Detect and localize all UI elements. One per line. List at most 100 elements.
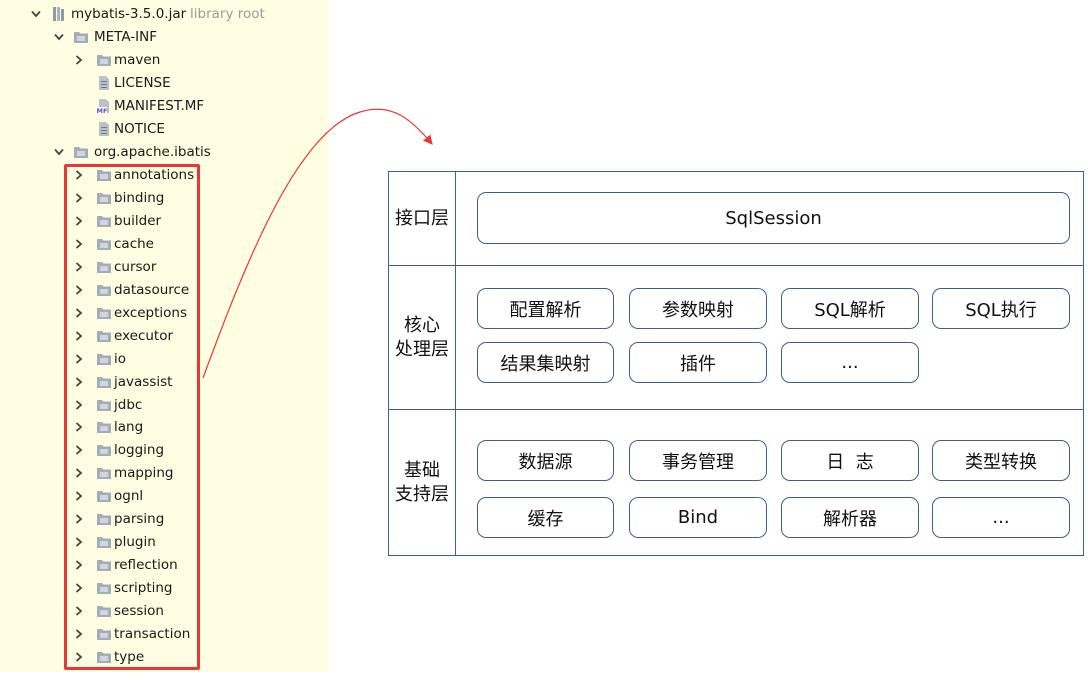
box-parser: 解析器 [781, 497, 919, 538]
chevron-down-icon[interactable] [30, 4, 42, 24]
jar-library-icon [50, 6, 66, 22]
tree-node-label: executor [114, 327, 174, 344]
chevron-right-icon[interactable] [73, 280, 85, 300]
tree-node-meta-inf[interactable]: META-INF [0, 27, 328, 47]
svg-text:MF: MF [97, 107, 108, 114]
chevron-right-icon[interactable] [73, 509, 85, 529]
chevron-right-icon[interactable] [73, 50, 85, 70]
tree-node[interactable]: lang [0, 417, 328, 437]
folder-icon [96, 190, 112, 206]
box-bind: Bind [629, 497, 767, 538]
tree-node[interactable]: type [0, 647, 328, 667]
folder-icon [96, 465, 112, 481]
tree-node[interactable]: exceptions [0, 303, 328, 323]
box-param-mapping: 参数映射 [629, 288, 767, 329]
tree-node[interactable]: session [0, 601, 328, 621]
chevron-right-icon[interactable] [73, 463, 85, 483]
tree-node-label: lang [114, 419, 144, 436]
tree-node[interactable]: logging [0, 440, 328, 460]
tree-node[interactable]: annotations [0, 165, 328, 185]
folder-icon [96, 328, 112, 344]
folder-icon [96, 305, 112, 321]
chevron-right-icon[interactable] [73, 486, 85, 506]
folder-icon [96, 557, 112, 573]
folder-icon [73, 29, 89, 45]
tree-node[interactable]: NOTICE [0, 119, 328, 139]
chevron-right-icon[interactable] [73, 349, 85, 369]
chevron-right-icon[interactable] [73, 234, 85, 254]
tree-node[interactable]: LICENSE [0, 73, 328, 93]
chevron-right-icon[interactable] [73, 440, 85, 460]
tree-node[interactable]: javassist [0, 372, 328, 392]
chevron-right-icon[interactable] [73, 532, 85, 552]
tree-node[interactable]: cache [0, 234, 328, 254]
text-file-icon [96, 121, 112, 137]
layer-label-interface: 接口层 [395, 207, 449, 229]
tree-node-label: mapping [114, 465, 174, 482]
tree-node[interactable]: cursor [0, 257, 328, 277]
tree-node-label: cache [114, 235, 154, 252]
tree-node[interactable]: parsing [0, 509, 328, 529]
column-divider [455, 172, 456, 555]
tree-node[interactable]: reflection [0, 555, 328, 575]
tree-node-label: LICENSE [114, 75, 171, 91]
chevron-right-icon[interactable] [73, 647, 85, 667]
tree-node[interactable]: scripting [0, 578, 328, 598]
chevron-down-icon[interactable] [53, 142, 65, 162]
tree-node-package[interactable]: org.apache.ibatis [0, 142, 328, 162]
tree-node[interactable]: plugin [0, 532, 328, 552]
box-resultset-mapping: 结果集映射 [477, 342, 614, 383]
box-sqlsession: SqlSession [477, 192, 1070, 244]
chevron-right-icon[interactable] [73, 601, 85, 621]
tree-node[interactable]: datasource [0, 280, 328, 300]
chevron-right-icon[interactable] [73, 303, 85, 323]
tree-node-label: META-INF [94, 29, 158, 45]
tree-node[interactable]: MF MANIFEST.MF [0, 96, 328, 116]
tree-node[interactable]: transaction [0, 624, 328, 644]
folder-icon [96, 167, 112, 183]
tree-node-label: parsing [114, 511, 165, 528]
chevron-right-icon[interactable] [73, 555, 85, 575]
chevron-down-icon[interactable] [53, 27, 65, 47]
tree-node-root[interactable]: mybatis-3.5.0.jar library root [0, 4, 328, 24]
chevron-right-icon[interactable] [73, 326, 85, 346]
architecture-diagram: 接口层 SqlSession 核心 处理层 配置解析 参数映射 SQL解析 SQ… [388, 171, 1084, 556]
tree-node[interactable]: maven [0, 50, 328, 70]
chevron-right-icon[interactable] [73, 417, 85, 437]
tree-node[interactable]: jdbc [0, 395, 328, 415]
box-cache: 缓存 [477, 497, 614, 538]
folder-icon [96, 236, 112, 252]
chevron-right-icon[interactable] [73, 188, 85, 208]
chevron-right-icon[interactable] [73, 165, 85, 185]
folder-icon [96, 603, 112, 619]
tree-node[interactable]: io [0, 349, 328, 369]
tree-node-label: builder [114, 212, 162, 229]
tree-node[interactable]: binding [0, 188, 328, 208]
folder-icon [96, 397, 112, 413]
box-sql-parse: SQL解析 [781, 288, 919, 329]
tree-node-label: transaction [114, 626, 191, 642]
folder-icon [96, 534, 112, 550]
tree-node[interactable]: mapping [0, 463, 328, 483]
tree-node-label: ognl [114, 488, 144, 505]
text-file-icon [96, 75, 112, 91]
tree-node[interactable]: executor [0, 326, 328, 346]
chevron-right-icon[interactable] [73, 395, 85, 415]
tree-node-label: org.apache.ibatis [94, 144, 211, 160]
chevron-right-icon[interactable] [73, 211, 85, 231]
chevron-right-icon[interactable] [73, 257, 85, 277]
tree-node[interactable]: builder [0, 211, 328, 231]
chevron-right-icon[interactable] [73, 578, 85, 598]
tree-node-label: session [114, 603, 164, 620]
chevron-right-icon[interactable] [73, 624, 85, 644]
tree-node-label: javassist [114, 373, 173, 390]
tree-node-label: jdbc [114, 396, 143, 413]
highlight-box [64, 164, 200, 670]
folder-icon [96, 442, 112, 458]
tree-node-label: MANIFEST.MF [114, 98, 205, 114]
package-icon [73, 144, 89, 160]
folder-icon [96, 488, 112, 504]
chevron-right-icon[interactable] [73, 372, 85, 392]
tree-node[interactable]: ognl [0, 486, 328, 506]
tree-node-label: annotations [114, 167, 195, 183]
